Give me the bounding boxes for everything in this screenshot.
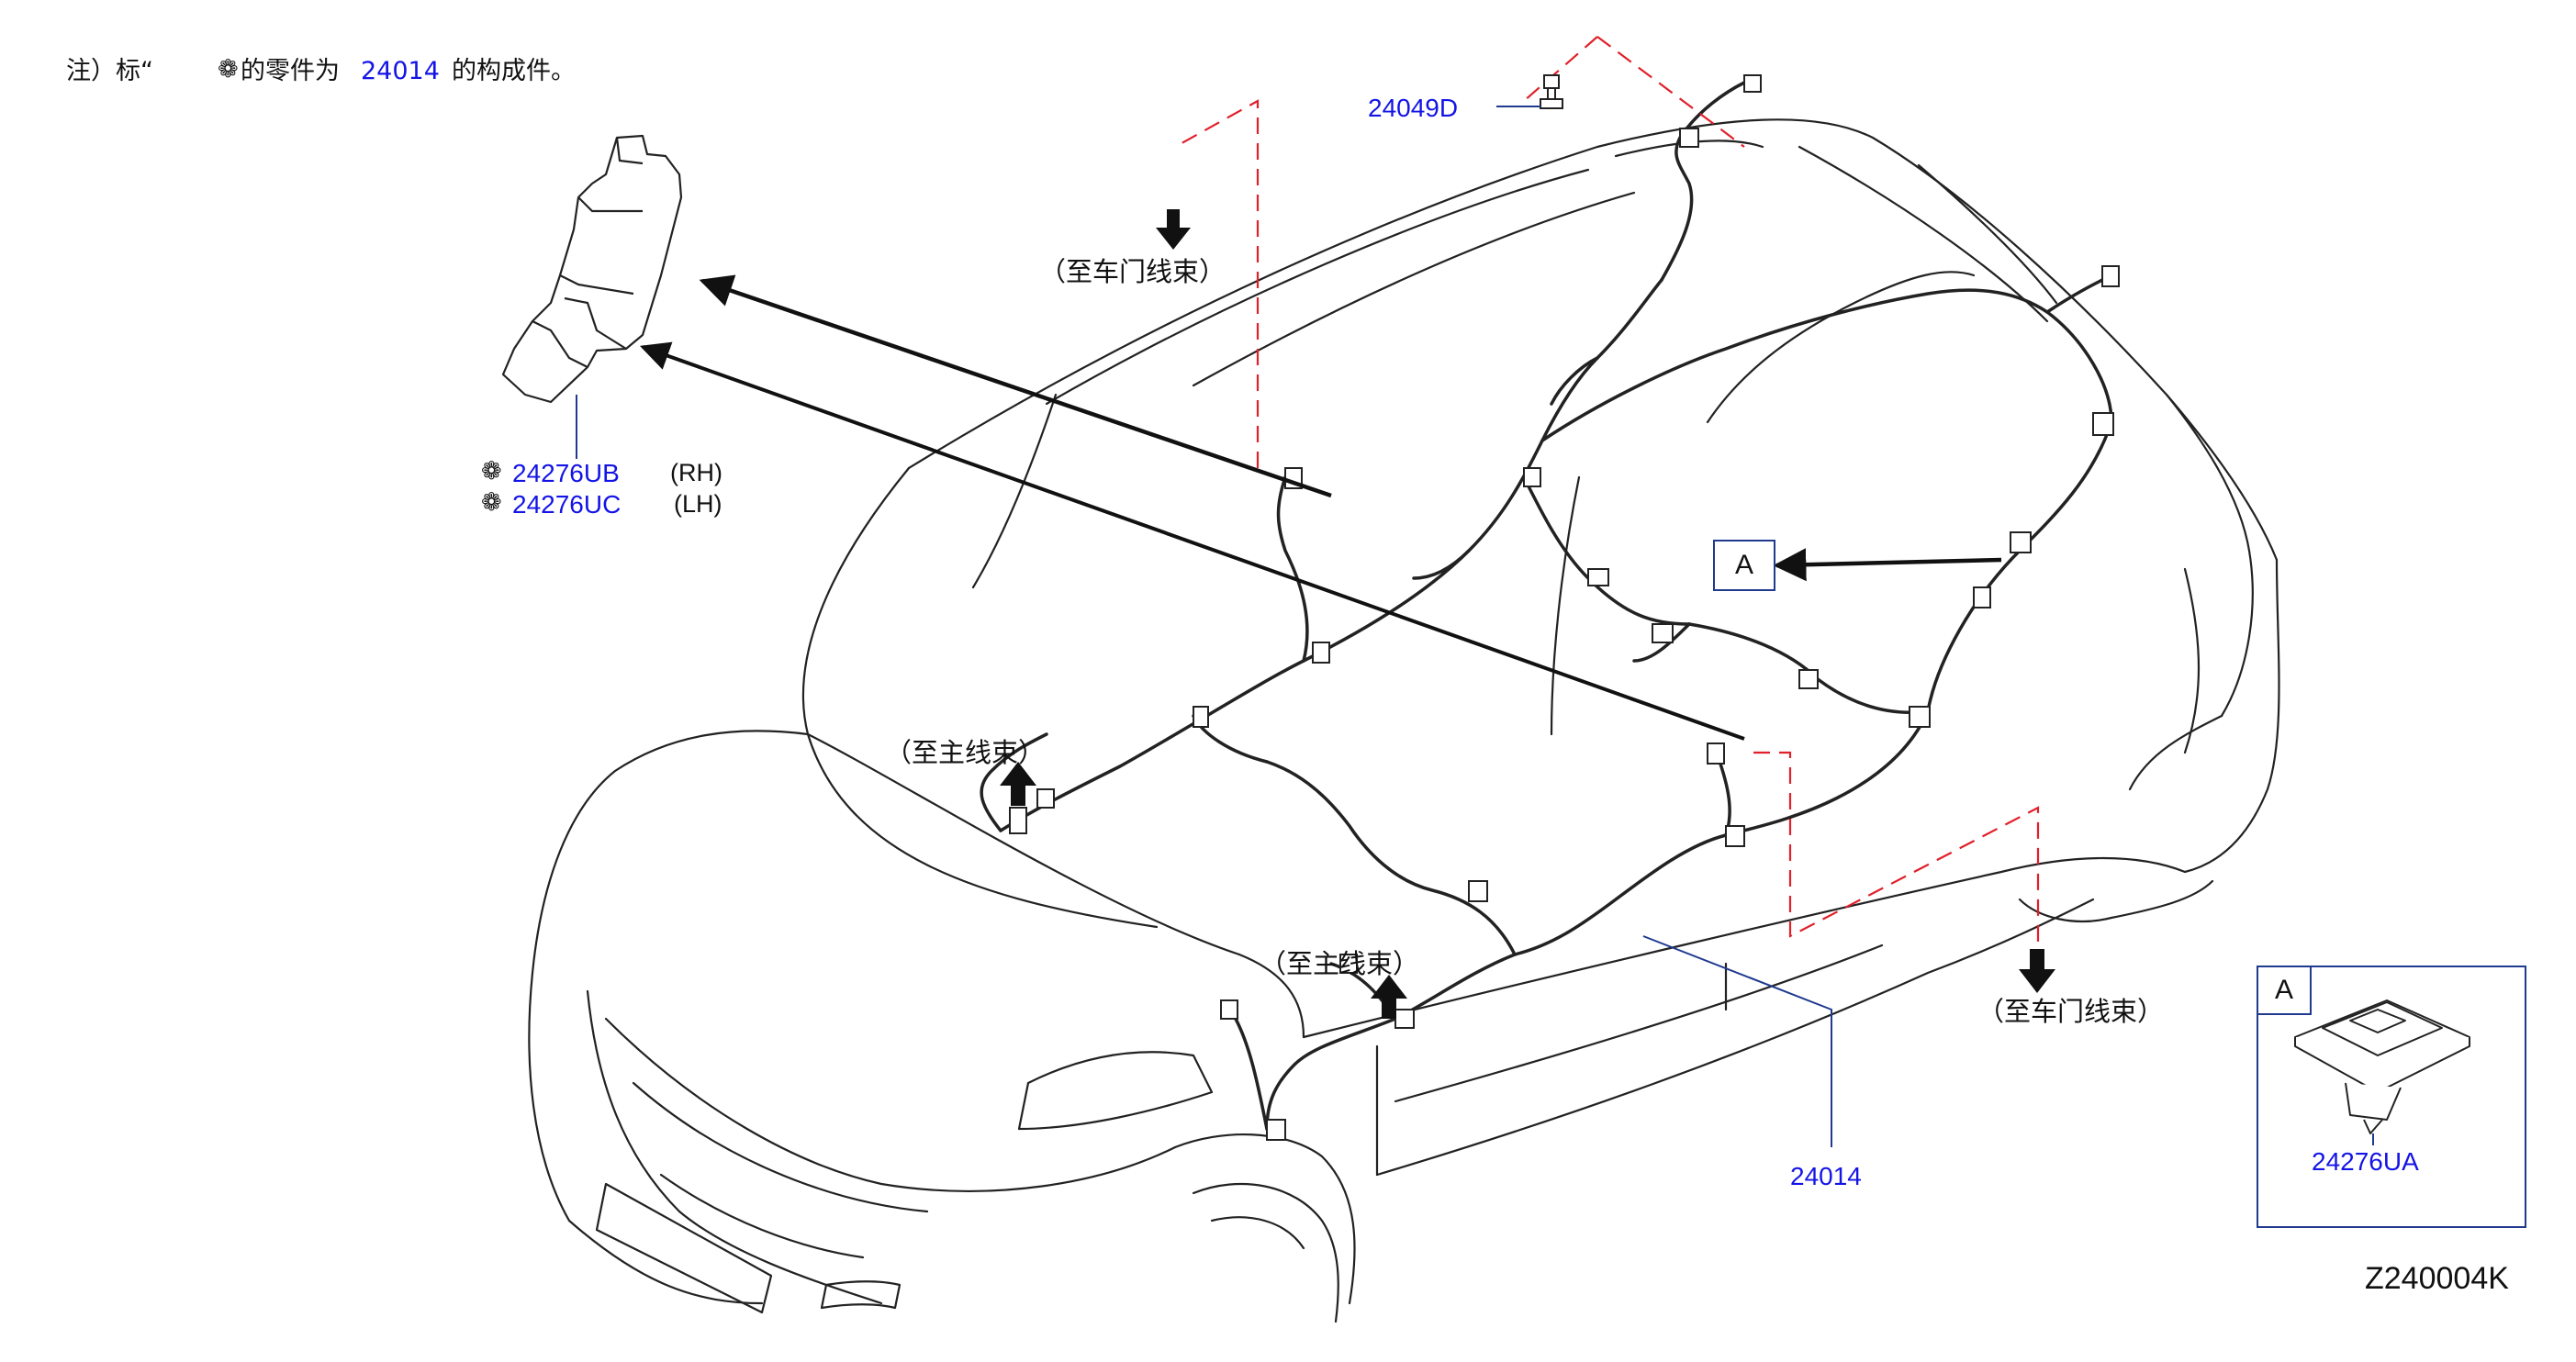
detail-view-a <box>2257 966 2526 1228</box>
clip-part-24049d <box>1540 74 1563 109</box>
callout-a-detail: A <box>2257 966 2312 1015</box>
arrow-down-icon <box>1156 209 1191 250</box>
connectors <box>1009 74 2120 1141</box>
callout-a-detail-letter: A <box>2274 975 2293 1005</box>
car-body-outline <box>528 118 2280 1323</box>
rh-side-label: (RH) <box>670 459 722 486</box>
asterisk-flower-icon: ❁ <box>481 488 502 517</box>
detail-clip-24276ua <box>2294 999 2470 1134</box>
asterisk-flower-icon: ❁ <box>218 55 239 84</box>
arrow-up-icon <box>1371 975 1407 1019</box>
note-suffix: 的构成件。 <box>452 57 576 85</box>
part-24276ua-label: 24276UA <box>2312 1147 2419 1176</box>
to-door-harness-right-label: （至车门线束） <box>1977 996 2165 1027</box>
arrow-up-icon <box>1000 762 1036 806</box>
main-harness-leader <box>1642 935 1832 1147</box>
lh-side-label: (LH) <box>674 490 722 518</box>
asterisk-flower-icon: ❁ <box>481 457 502 486</box>
note-part-number: 24014 <box>361 57 440 85</box>
diagram-code: Z240004K <box>2365 1261 2509 1296</box>
to-main-harness-center-label: （至主线束） <box>1260 948 1420 979</box>
pointer-arrows <box>639 274 2002 741</box>
note-middle: 的零件为 <box>241 57 340 85</box>
arrow-down-icon <box>2019 949 2055 993</box>
harness-wiring <box>980 81 2113 1131</box>
part-24276uc-label: 24276UC <box>512 490 622 519</box>
to-door-harness-upper-label: （至车门线束） <box>1039 256 1226 287</box>
side-bracket-part <box>501 134 683 404</box>
to-main-harness-left-label: （至主线束） <box>885 737 1046 768</box>
part-24049d-label: 24049D <box>1368 94 1459 122</box>
part-24276ub-label: 24276UB <box>512 459 620 487</box>
callout-a-main-letter: A <box>1734 550 1753 580</box>
part-24014-label: 24014 <box>1790 1162 1862 1190</box>
direction-arrows <box>1000 209 2055 1019</box>
door-harness-guides <box>1174 36 2040 964</box>
note-prefix: 注）标“ <box>66 57 153 85</box>
callout-a-main: A <box>1713 540 1775 591</box>
